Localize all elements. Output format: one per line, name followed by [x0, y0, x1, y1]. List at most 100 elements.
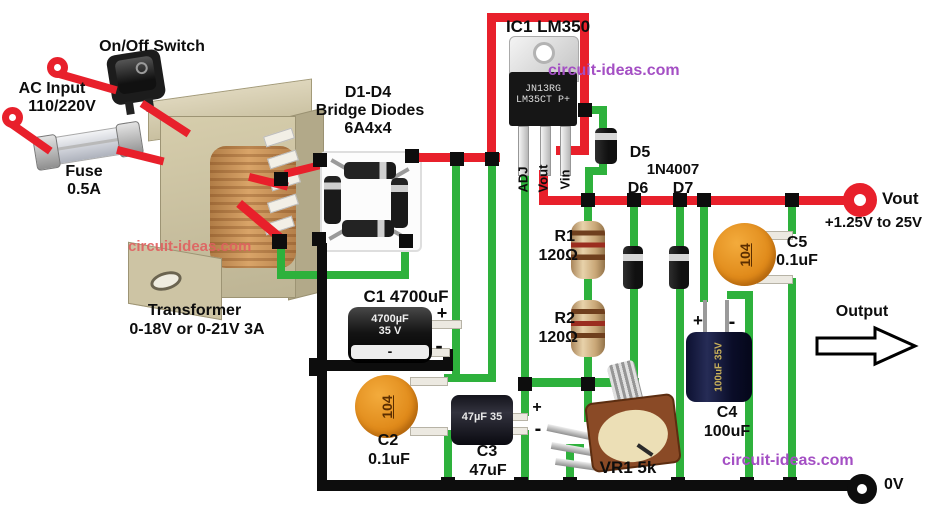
- bridge-label-3: 6A4x4: [344, 120, 392, 137]
- ic1-body: JN13RG LM35CT P+: [509, 72, 577, 126]
- r2-name: R2: [554, 310, 575, 327]
- c3-body-text: 47µF 35: [461, 411, 503, 423]
- c2-code: 104: [378, 394, 395, 419]
- d7-label: D7: [672, 180, 694, 197]
- node-secondary-a: [274, 172, 288, 186]
- capacitor-c1: 4700µF 35 V -: [348, 307, 432, 363]
- c2-bottom-lead: [410, 427, 448, 436]
- wire-d5-to-rail: [585, 167, 593, 199]
- wire-rawdc-bottom: [444, 374, 496, 382]
- fuse-label-2: 0.5A: [67, 181, 101, 198]
- node-bridge-left: [313, 153, 327, 167]
- wire-d7-top: [676, 205, 684, 249]
- c3-plus-mark: +: [532, 399, 542, 416]
- ic1-pin-label-adj: ADJ: [515, 166, 531, 193]
- ac-terminal-1: [47, 57, 68, 78]
- wire-d7-bottom: [676, 287, 684, 485]
- wire-c5-up: [788, 204, 796, 234]
- c1-minus-mark: -: [435, 333, 443, 358]
- watermark-ic: circuit-ideas.com: [548, 62, 680, 79]
- switch-rocker: [114, 55, 158, 95]
- on-off-switch: [105, 48, 168, 118]
- bridge-diode-bottom: [342, 220, 394, 237]
- r2-value: 120Ω: [538, 329, 578, 346]
- wire-c5-down: [788, 278, 796, 485]
- wire-c1-neg-h: [317, 360, 453, 371]
- ic1-pin-adj: [518, 126, 529, 176]
- wire-vout-pin-drop: [539, 170, 548, 200]
- capacitor-c4: 100uF 35V: [686, 332, 752, 402]
- node-0v-c3: [514, 477, 528, 491]
- c1-body-line2: 35 V: [378, 325, 402, 337]
- transformer-label-1: Transformer: [147, 302, 242, 319]
- capacitor-c5: 104: [713, 223, 776, 286]
- d6-label: D6: [627, 180, 649, 197]
- output-arrow: [815, 325, 919, 367]
- vout-label: Vout: [882, 189, 919, 208]
- c1-body-text: 4700µF 35 V: [348, 313, 432, 337]
- capacitor-c2: 104: [355, 375, 418, 438]
- node-adj-c3: [518, 377, 532, 391]
- r1-value: 120Ω: [538, 247, 578, 264]
- d5-label: D5: [629, 144, 651, 161]
- wire-secondary-b-green-h: [277, 271, 409, 279]
- wire-c1-neg-v: [443, 349, 453, 365]
- node-ic-d5: [578, 103, 592, 117]
- wire-ic-loop-right: [580, 13, 589, 155]
- switch-label: On/Off Switch: [99, 38, 205, 55]
- diode-d7: [669, 246, 689, 289]
- c1-body-line1: 4700µF: [371, 313, 409, 325]
- transformer: [118, 78, 324, 321]
- c5-value: 0.1uF: [776, 252, 818, 269]
- wire-c3-up: [521, 386, 529, 416]
- vout-terminal: [843, 183, 877, 217]
- node-0v-vr1: [563, 477, 577, 491]
- wire-adj-rail: [521, 378, 639, 387]
- wire-r1-r2: [584, 276, 592, 304]
- ic1-tab-hole: [533, 42, 555, 64]
- wire-0v-rail: [317, 480, 865, 491]
- c3-name: C3: [476, 443, 498, 460]
- wire-d6-bottom: [630, 287, 638, 385]
- wire-ic-loop-left: [487, 13, 496, 162]
- node-bridge-bottom-left: [312, 232, 326, 246]
- resistor-r2: [571, 300, 605, 357]
- ic1-pin-vout: [540, 126, 551, 176]
- ic1-marking-line1: JN13RG: [524, 84, 561, 95]
- node-rail-c2: [485, 152, 499, 166]
- bridge-label-1: D1-D4: [344, 84, 392, 101]
- node-0v-c4: [740, 477, 754, 491]
- transformer-label-2: 0-18V or 0-21V 3A: [129, 321, 265, 338]
- d6-cathode-band: [623, 254, 643, 261]
- c4-body-text: 100uF 35V: [713, 342, 725, 392]
- c4-plus-mark: +: [693, 311, 703, 330]
- node-vout-r1: [581, 193, 595, 207]
- ic1-marking-line2: LM35CT P+: [515, 95, 570, 106]
- wire-rawdc-a: [452, 164, 460, 380]
- c4-name: C4: [716, 404, 738, 421]
- wire-c3-down: [521, 430, 529, 485]
- ac-input-label-1: AC Input: [18, 80, 86, 97]
- c4-plus-lead: [703, 300, 707, 334]
- c1-plus-mark: +: [436, 303, 448, 323]
- wire-c4-plus: [700, 204, 708, 302]
- diode-d5: [595, 128, 617, 164]
- r1-name: R1: [554, 228, 575, 245]
- c4-value: 100uF: [703, 423, 751, 440]
- output-label: Output: [835, 303, 889, 320]
- node-vout-c5: [785, 193, 799, 207]
- c4-minus-lead: [725, 300, 729, 334]
- c4-minus-mark: -: [728, 311, 736, 333]
- resistor-r1: [571, 221, 605, 279]
- c1-stripe: -: [351, 344, 429, 359]
- zero-v-label: 0V: [884, 476, 904, 493]
- wire-c2-down: [444, 430, 452, 485]
- zero-v-terminal: [847, 474, 877, 504]
- node-secondary-b: [272, 234, 287, 249]
- vout-range-label: +1.25V to 25V: [824, 214, 923, 231]
- d5-cathode-band: [595, 133, 617, 140]
- c2-value: 0.1uF: [368, 451, 410, 468]
- switch-pin: [124, 100, 135, 115]
- d5-part-label: 1N4007: [646, 161, 700, 178]
